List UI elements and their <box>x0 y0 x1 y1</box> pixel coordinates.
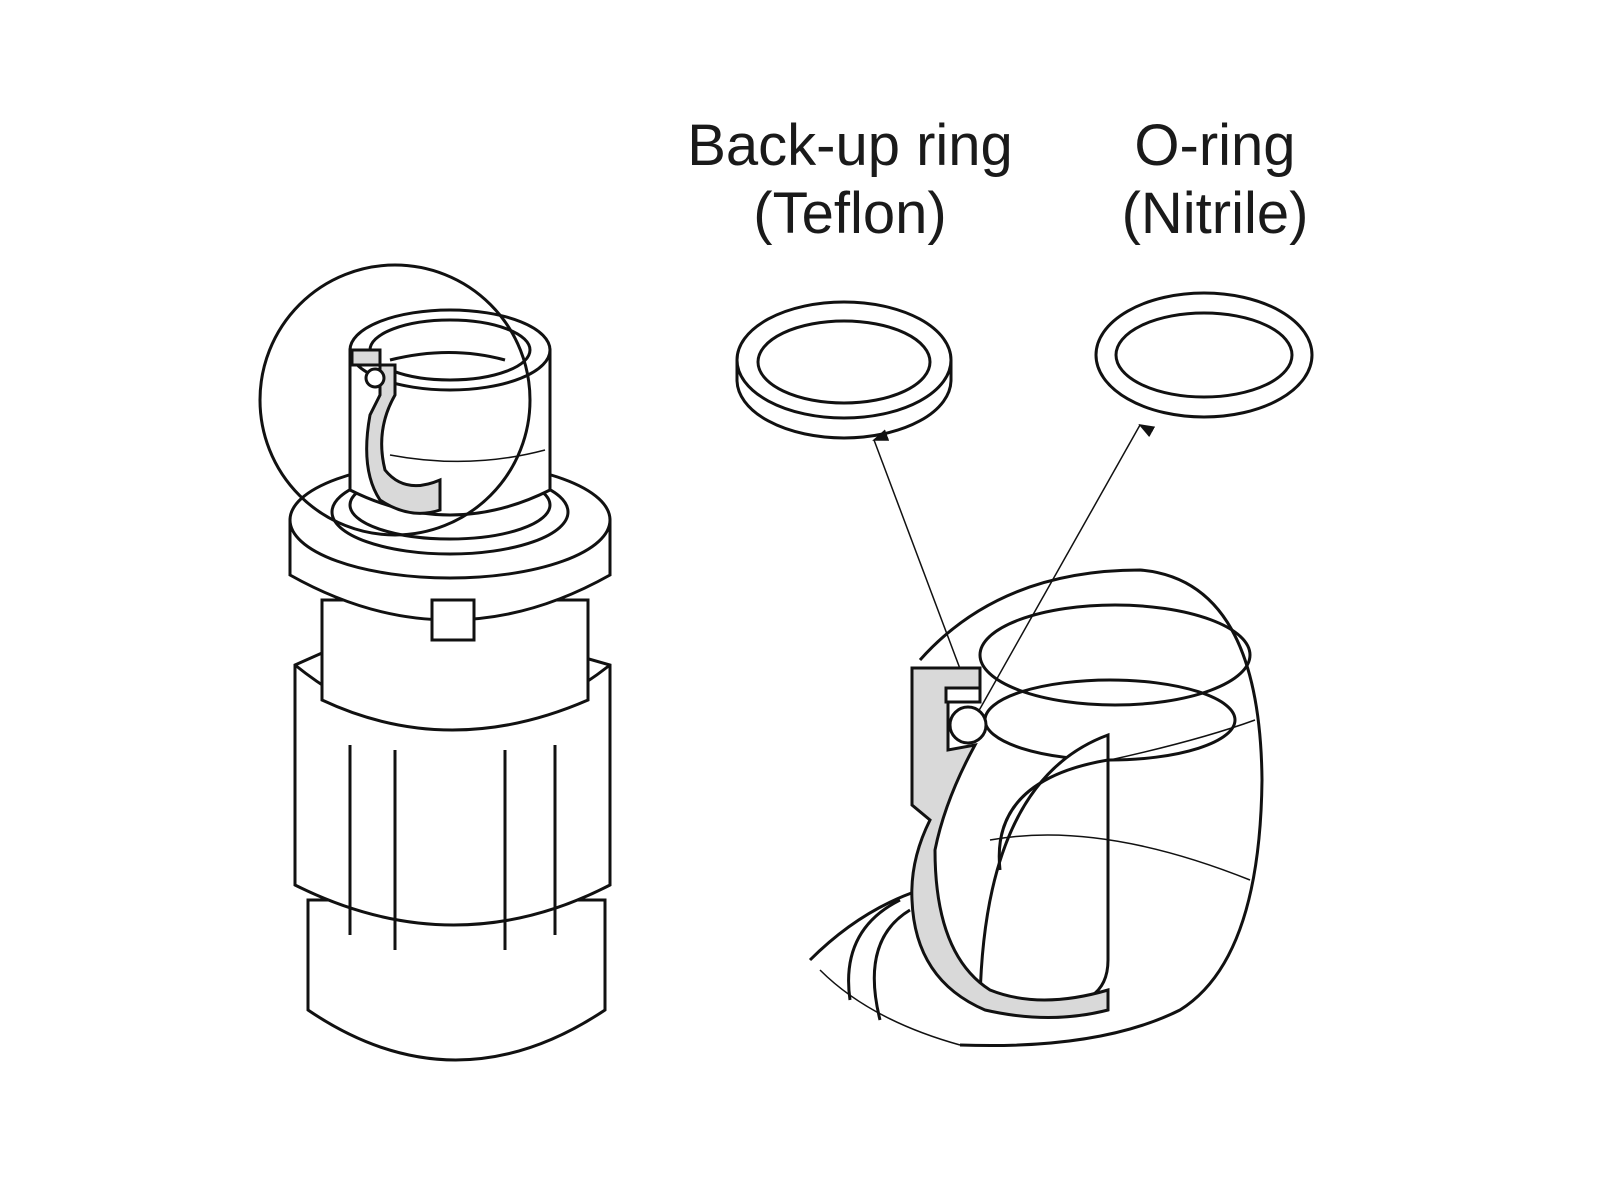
o-ring <box>1094 291 1314 419</box>
section-cutaway-detail <box>910 666 1110 1019</box>
arrow-to-backup-ring <box>872 429 969 691</box>
backup-ring-name: Back-up ring <box>687 113 1013 178</box>
o-ring-section-small <box>364 367 386 389</box>
o-ring-section <box>948 705 988 745</box>
backup-ring-label: Back-up ring (Teflon) <box>680 112 1020 248</box>
o-ring-material: (Nitrile) <box>1121 181 1309 246</box>
o-ring-name: O-ring <box>1134 113 1296 178</box>
backup-ring-material: (Teflon) <box>753 181 947 246</box>
detail-circle <box>258 263 532 537</box>
collar-notch <box>430 598 476 642</box>
fitting-assembly <box>258 263 612 1062</box>
backup-ring <box>735 300 953 440</box>
fitting-sleeve <box>306 898 607 1062</box>
o-ring-label: O-ring (Nitrile) <box>1090 112 1340 248</box>
backup-ring-section <box>944 686 982 704</box>
detail-view <box>808 568 1264 1048</box>
fitting-neck <box>320 598 590 732</box>
section-cutaway <box>350 348 442 515</box>
